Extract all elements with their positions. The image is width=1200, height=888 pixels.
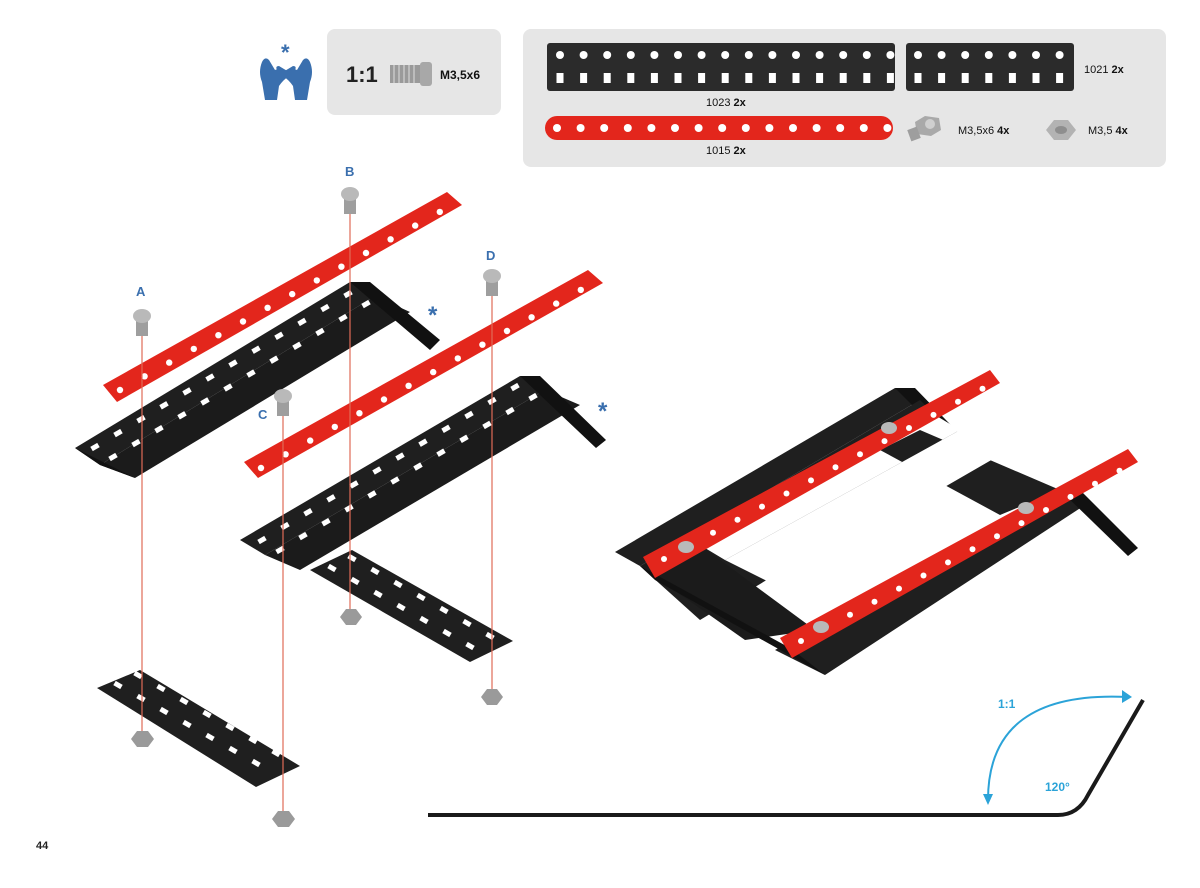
bolt-b-icon: [341, 187, 359, 214]
part-1023-label: 1023 2x: [706, 97, 746, 109]
assembled-red-strip-lower: [780, 449, 1138, 658]
bolt-label-d: D: [486, 248, 496, 263]
bend-ratio: 1:1: [998, 697, 1016, 711]
part-bolt-label: M3,5x6 4x: [958, 125, 1010, 137]
page-number: 44: [36, 840, 49, 852]
bolt-a-icon: [133, 309, 151, 336]
small-plate-left: [97, 670, 300, 787]
part-1021-label: 1021 2x: [1084, 64, 1124, 76]
scale-screw-label: M3,5x6: [440, 68, 481, 82]
black-plate-left: [75, 282, 375, 465]
nut-d-icon: [481, 689, 503, 705]
bolt-label-b: B: [345, 164, 355, 179]
bolt-d-icon: [483, 269, 501, 296]
part-1015-label: 1015 2x: [706, 145, 746, 157]
assembled-red-strip-upper: [643, 370, 1000, 578]
scale-ratio: 1:1: [346, 62, 378, 87]
black-plate-right: [240, 376, 545, 555]
nut-c-icon: [272, 811, 295, 827]
bolt-label-c: C: [258, 407, 268, 422]
bolt-c-icon: [274, 389, 292, 416]
part-nut-label: M3,5 4x: [1088, 125, 1128, 137]
small-plate-middle: [310, 550, 513, 662]
bend-angle: 120°: [1045, 780, 1070, 794]
nut-a-icon: [131, 731, 154, 747]
nut-b-icon: [340, 609, 362, 625]
bend-line: [428, 698, 1145, 817]
parts-panel: [523, 29, 1166, 167]
bolt-label-a: A: [136, 284, 146, 299]
red-strip-upper: [103, 192, 462, 402]
hands-asterisk: *: [281, 40, 290, 65]
red-strip-lower: [244, 270, 603, 478]
asterisk-plate-left: *: [428, 302, 438, 329]
asterisk-plate-right: *: [598, 398, 608, 425]
